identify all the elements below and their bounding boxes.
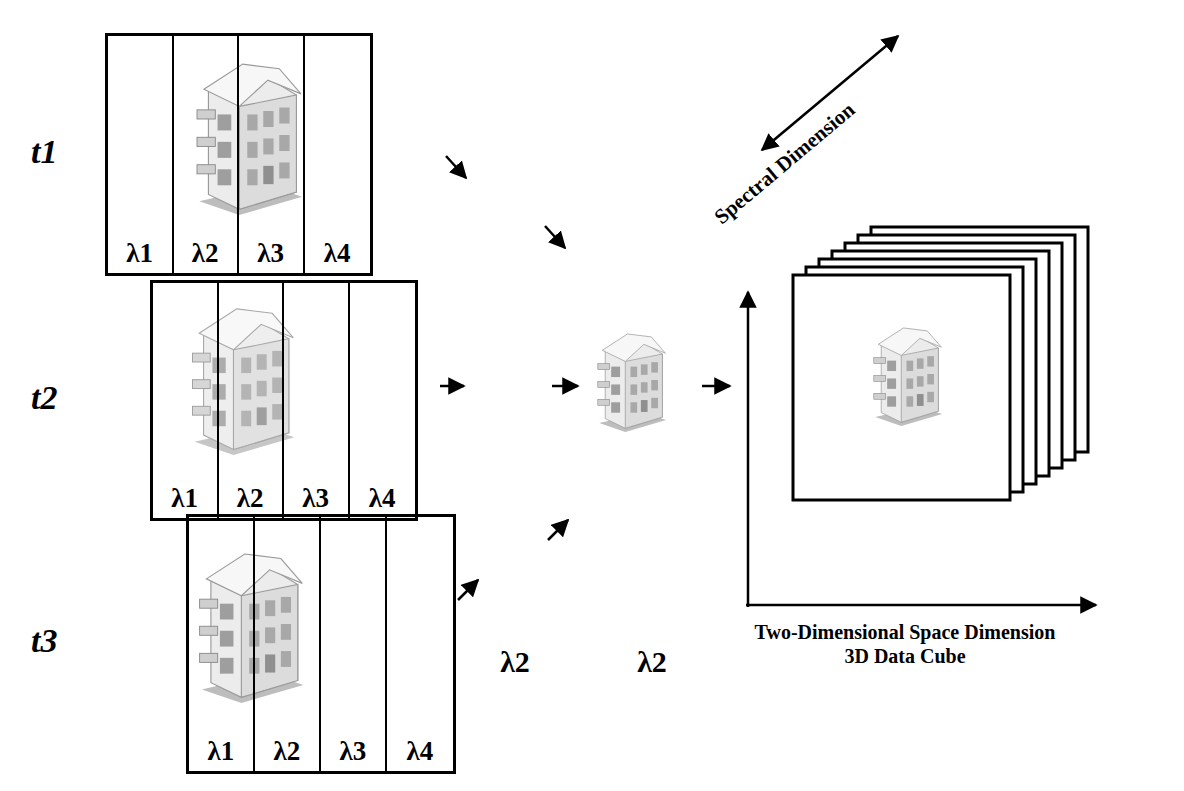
text-label: 3D Data Cube [844,645,965,668]
spectral-strip: λ2 [174,36,240,273]
band-label: λ2 [219,483,283,514]
building-icon [197,64,302,215]
band-label: λ4 [387,736,453,767]
spectral-strip: λ4 [350,283,416,518]
time-label: t2 [31,379,57,417]
spectral-strip: λ3 [321,517,387,771]
band-label: λ1 [108,238,172,269]
building-icon [200,554,304,703]
text-label: Two-Dimensional Space Dimension [755,621,1056,644]
band-label: λ3 [284,483,348,514]
arrows [440,36,1096,607]
spectral-strip: λ2 [219,283,285,518]
band-label: λ4 [350,483,416,514]
building-combined [598,334,666,432]
band-label: λ4 [305,238,371,269]
text-label: Spectral Dimension [710,97,861,229]
spectral-strip: λ3 [239,36,305,273]
image-frame: t2λ1λ2λ3λ4 [150,280,418,521]
data-cube [793,227,1088,500]
band-label: λ3 [239,238,303,269]
spectral-strip: λ3 [284,283,350,518]
building-slice [524,505,560,604]
time-label: t1 [31,133,57,171]
band-label: λ2 [174,238,238,269]
band-label: λ1 [153,483,217,514]
time-label: t3 [31,622,57,660]
spectral-strip: λ4 [305,36,371,273]
image-frame: t1λ1λ2λ3λ4 [105,33,373,276]
spectral-strip: λ1 [189,517,255,771]
spectral-strip: λ4 [387,517,453,771]
image-frame: t3λ1λ2λ3λ4 [186,514,456,774]
building-slice [485,325,548,446]
text-label: λ2 [637,645,667,679]
text-label: λ2 [500,645,530,679]
spectral-strip: λ1 [108,36,174,273]
spectral-strip: λ2 [255,517,321,771]
building-icon [874,328,942,426]
building-icon [193,309,295,455]
building-slice [470,166,506,270]
band-label: λ2 [255,736,319,767]
band-label: λ3 [321,736,385,767]
spectral-strip: λ1 [153,283,219,518]
band-label: λ1 [189,736,253,767]
